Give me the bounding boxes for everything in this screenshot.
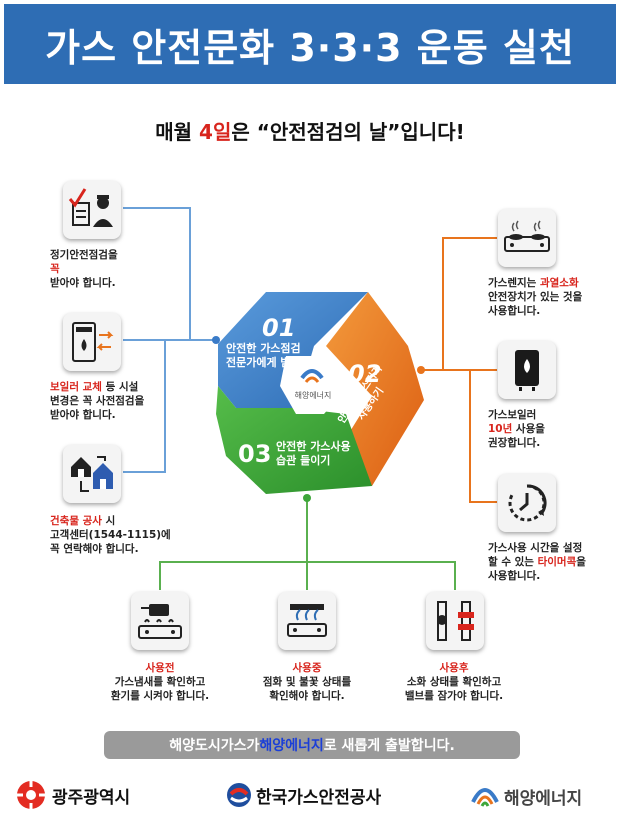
gwangju-mark-icon bbox=[17, 781, 45, 809]
gas-range-icon bbox=[504, 220, 550, 252]
right-item-2-icon-box bbox=[498, 341, 556, 399]
cooking-pot-icon bbox=[138, 604, 182, 639]
haeyang-logo-mark-icon bbox=[471, 788, 499, 807]
left-item-1-caption: 정기안전점검을 꼭 받아야 합니다. bbox=[50, 249, 118, 289]
bottom-item-3-caption: 사용후 소화 상태를 확인하고 밸브를 잠가야 합니다. bbox=[404, 662, 504, 702]
center-white bbox=[280, 356, 348, 414]
bottom-item-2-caption: 사용중 점화 및 불꽃 상태를 확인해야 합니다. bbox=[262, 662, 352, 702]
right-item-1-caption: 가스렌지는 과열소화 안전장치가 있는 것을 사용합니다. bbox=[488, 277, 583, 317]
house-move-icon bbox=[71, 456, 113, 492]
center-logo-text: 해양에너지 bbox=[295, 390, 332, 400]
p1-num: 01 bbox=[262, 314, 295, 342]
left-item-1-icon-box bbox=[63, 181, 121, 239]
p2-num: 02 bbox=[348, 360, 381, 388]
burner-flame-icon bbox=[287, 604, 327, 637]
p3-num: 03 bbox=[238, 440, 271, 468]
gas-boiler-icon bbox=[515, 350, 539, 391]
right-item-3-icon-box bbox=[498, 474, 556, 532]
gwangju-logo: 광주광역시 bbox=[14, 780, 130, 810]
kgs-logo: 한국가스안전공사 bbox=[226, 782, 381, 808]
right-item-1-icon-box bbox=[498, 209, 556, 267]
bottom-item-1-caption: 사용전 가스냄새를 확인하고 환기를 시켜야 합니다. bbox=[110, 662, 210, 702]
boiler-icon bbox=[72, 322, 114, 362]
valve-icon bbox=[437, 601, 474, 641]
inspector-icon bbox=[68, 188, 113, 227]
p3-line1: 안전한 가스사용 bbox=[276, 439, 351, 453]
page-subtitle: 매월 4일은 “안전점검의 날”입니다! bbox=[155, 120, 465, 144]
page-title: 가스 안전문화 3·3·3 운동 실천 bbox=[45, 25, 575, 70]
kgs-mark-icon bbox=[227, 783, 251, 807]
segment-01 bbox=[218, 292, 368, 408]
left-item-3-icon-box bbox=[63, 445, 121, 503]
page-header: 가스 안전문화 3·3·3 운동 실천 bbox=[4, 4, 616, 84]
left-item-2-icon-box bbox=[63, 313, 121, 371]
timer-icon bbox=[508, 484, 547, 522]
segment-03 bbox=[216, 386, 372, 494]
p3-line2: 습관 들이기 bbox=[276, 453, 330, 467]
left-item-3-caption: 건축물 공사 시 고객센터(1544-1115)에 꼭 연락해야 합니다. bbox=[50, 515, 171, 555]
bottom-item-2-icon-box bbox=[278, 592, 336, 650]
bottom-item-3-icon-box bbox=[426, 592, 484, 650]
right-item-2-caption: 가스보일러 10년 사용을 권장합니다. bbox=[488, 409, 545, 449]
left-item-2-caption: 보일러 교체 등 시설 변경은 꼭 사전점검을 받아야 합니다. bbox=[50, 381, 145, 421]
p1-line1: 안전한 가스점검 bbox=[226, 341, 301, 355]
haeyang-mark-icon bbox=[300, 369, 324, 383]
center-hexagon-graphic: 01 안전한 가스점검 전문가에게 받기 02 안전한 가스기기 사용하기 03… bbox=[216, 292, 424, 494]
p1-line2: 전문가에게 받기 bbox=[226, 355, 301, 369]
haeyang-logo: 해양에너지 bbox=[470, 782, 582, 810]
right-item-3-caption: 가스사용 시간을 설정 할 수 있는 타이머콕을 사용합니다. bbox=[488, 542, 586, 582]
bottom-item-1-icon-box bbox=[131, 592, 189, 650]
